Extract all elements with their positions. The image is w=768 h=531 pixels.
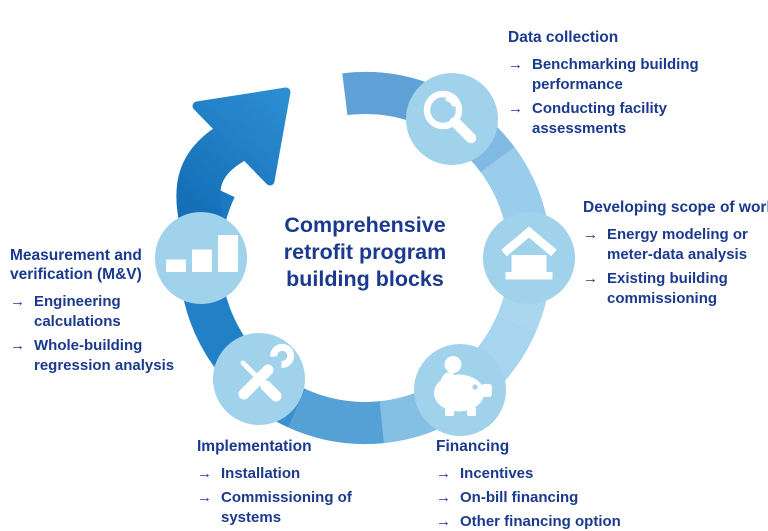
arrow-bullet-icon: →	[436, 513, 451, 530]
list-item: → Other financing option	[436, 512, 636, 531]
section-heading: Implementation	[197, 438, 312, 455]
section-heading: Financing	[436, 438, 510, 455]
list-item: → Commissioning of systems	[197, 488, 382, 528]
list-item: → Existing building commissioning	[583, 269, 768, 309]
arrow-bullet-icon: →	[583, 226, 598, 243]
bullet-text: Benchmarking building performance	[532, 56, 699, 93]
list-item: → Whole-building regression analysis	[10, 336, 190, 376]
section-implementation: Implementation → Installation → Commissi…	[197, 437, 382, 531]
section-measurement-verification: Measurement and verification (M&V) → Eng…	[10, 246, 190, 380]
list-item: → Installation	[197, 464, 382, 484]
section-scope-of-work: Developing scope of work → Energy modeli…	[583, 198, 768, 313]
section-heading: Measurement and verification (M&V)	[10, 247, 142, 283]
arrow-bullet-icon: →	[10, 337, 25, 354]
bullet-text: Energy modeling or meter-data analysis	[607, 226, 748, 263]
piggy-bank-icon	[434, 356, 492, 416]
diagram-title: Comprehensive retrofit program building …	[283, 213, 447, 291]
bullet-text: Installation	[221, 465, 301, 482]
tools-icon	[238, 343, 295, 402]
bullet-text: Existing building commissioning	[607, 270, 728, 307]
arrow-bullet-icon: →	[508, 100, 523, 117]
arrow-bullet-icon: →	[197, 465, 212, 482]
arrow-bullet-icon: →	[583, 270, 598, 287]
list-item: → Benchmarking building performance	[508, 55, 713, 95]
arrow-bullet-icon: →	[10, 293, 25, 310]
section-financing: Financing → Incentives → On-bill financi…	[436, 437, 636, 531]
section-heading: Developing scope of work	[583, 199, 768, 216]
list-item: → Incentives	[436, 464, 636, 484]
bullet-text: Engineering calculations	[34, 293, 121, 330]
arrow-bullet-icon: →	[508, 56, 523, 73]
bar-chart-icon	[166, 235, 238, 272]
house-icon	[501, 226, 557, 280]
list-item: → Engineering calculations	[10, 292, 190, 332]
arrow-bullet-icon: →	[436, 465, 451, 482]
list-item: → On-bill financing	[436, 488, 636, 508]
cycle-arrow-icon	[176, 87, 291, 230]
bullet-text: Incentives	[460, 465, 534, 482]
section-data-collection: Data collection → Benchmarking building …	[508, 28, 713, 143]
list-item: → Conducting facility assessments	[508, 99, 713, 139]
list-item: → Energy modeling or meter-data analysis	[583, 225, 768, 265]
arrow-bullet-icon: →	[436, 489, 451, 506]
arrow-bullet-icon: →	[197, 489, 212, 506]
bullet-text: Commissioning of systems	[221, 489, 352, 526]
bullet-text: On-bill financing	[460, 489, 579, 506]
bullet-text: Conducting facility assessments	[532, 100, 667, 137]
bullet-text: Whole-building regression analysis	[34, 337, 175, 374]
magnifier-icon	[423, 90, 477, 144]
bullet-text: Other financing option	[460, 513, 621, 530]
section-heading: Data collection	[508, 29, 619, 46]
